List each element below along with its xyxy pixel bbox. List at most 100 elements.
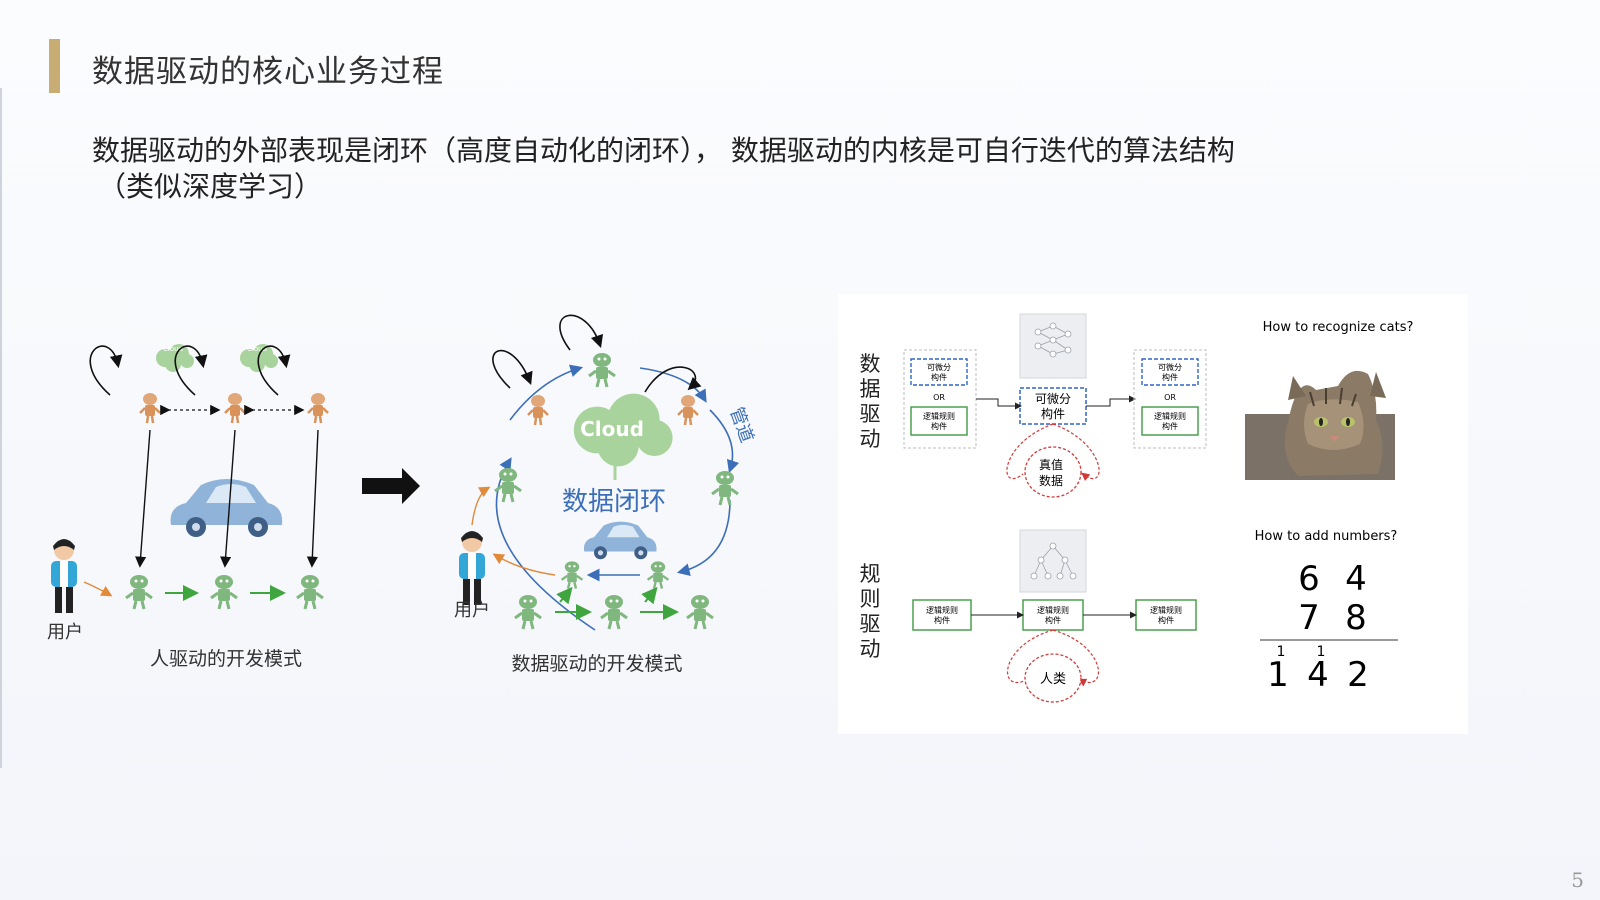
cloud-label-big: Cloud xyxy=(580,417,644,441)
comparison-svg: 可微分 构件 OR 逻辑规则 构件 可微分 构件 可微分 构件 OR xyxy=(903,313,1414,703)
vlabel-char: 动 xyxy=(859,637,881,661)
car-icon-data xyxy=(583,521,657,560)
rule-center-logic-box xyxy=(1022,599,1084,631)
robot-icon-d-b3 xyxy=(513,593,543,631)
left-diff-l1: 可微分 xyxy=(927,362,951,372)
numbers-question: How to add numbers? xyxy=(1255,529,1398,544)
vlabel-char: 动 xyxy=(859,427,881,451)
right-diff-l2: 构件 xyxy=(1162,372,1178,382)
loop-arc-top-left xyxy=(509,364,584,421)
ground-truth-l1: 真值 xyxy=(1039,457,1063,472)
human-circle xyxy=(1024,653,1082,703)
ground-truth-circle xyxy=(1024,446,1082,498)
rule-driven-vertical-label: 规 则 驱 动 xyxy=(858,562,882,662)
green-arrow-d3 xyxy=(556,586,573,605)
decision-tree-thumbnail xyxy=(1019,529,1087,593)
vlabel-char: 则 xyxy=(859,587,881,611)
left-diff-box xyxy=(910,358,968,386)
right-diff-box xyxy=(1141,358,1199,386)
human-loop-right xyxy=(1052,629,1100,687)
self-loop-d3 xyxy=(644,366,702,393)
subtitle-line-2: （类似深度学习） xyxy=(98,170,323,203)
left-logic-box xyxy=(910,406,968,436)
robot-icon-h1 xyxy=(124,573,154,611)
data-driven-row: 可微分 构件 OR 逻辑规则 构件 可微分 构件 可微分 构件 OR xyxy=(903,313,1207,498)
data-driven-vertical-label: 数 据 驱 动 xyxy=(858,352,882,452)
human-loop-left xyxy=(1006,629,1054,683)
loop-arc-right xyxy=(709,409,740,474)
engineer-robot-3 xyxy=(306,391,330,425)
robot-icon-d-b1 xyxy=(560,560,584,590)
robot-icon-h2 xyxy=(209,573,239,611)
user-label-data: 用户 xyxy=(454,600,490,621)
cat-image-icon xyxy=(1245,370,1395,480)
down-arrow-1 xyxy=(135,429,151,568)
right-logic-l2: 构件 xyxy=(1162,421,1178,431)
right-logic-box xyxy=(1141,406,1199,436)
digit-r1-b: 4 xyxy=(1345,559,1367,599)
vlabel-char: 据 xyxy=(859,377,881,401)
engineer-robot-d2 xyxy=(676,393,700,427)
loop-arc-top-right xyxy=(639,367,707,403)
vlabel-char: 驱 xyxy=(859,402,881,426)
self-loop-d2 xyxy=(559,314,604,351)
right-diff-l1: 可微分 xyxy=(1158,362,1182,372)
engineer-robot-2 xyxy=(223,391,247,425)
engineer-robot-d1 xyxy=(526,393,550,427)
center-diff-l1: 可微分 xyxy=(1035,392,1071,406)
addition-example: 6 4 7 8 1 1 1 4 2 xyxy=(1260,559,1398,695)
vlabel-char: 数 xyxy=(859,352,881,376)
modes-svg: Cloud Cloud 用户 人驱动的开发模式 xyxy=(47,314,757,675)
loop-right-dashed xyxy=(1052,423,1100,482)
robot-icon-d-b5 xyxy=(685,593,715,631)
page-number: 5 xyxy=(1571,868,1584,892)
down-arrow-3 xyxy=(306,429,319,568)
arrow-center-to-right xyxy=(1086,395,1136,407)
neural-net-icon xyxy=(1034,322,1072,358)
loop-arc-bottom-right xyxy=(676,499,731,576)
left-logic-l1: 逻辑规则 xyxy=(923,411,955,421)
robot-icon-d-b2 xyxy=(646,560,670,590)
ground-truth-l2: 数据 xyxy=(1039,473,1063,488)
user-label-human: 用户 xyxy=(47,622,83,643)
rule-right-l1: 逻辑规则 xyxy=(1150,605,1182,615)
cats-question: How to recognize cats? xyxy=(1263,320,1414,335)
rule-left-logic-box xyxy=(912,599,972,631)
robot-icon-d-top xyxy=(587,351,617,389)
digit-r2-b: 8 xyxy=(1345,598,1367,638)
digit-r1-a: 6 xyxy=(1298,559,1320,599)
left-logic-l2: 构件 xyxy=(931,421,947,431)
rule-center-l1: 逻辑规则 xyxy=(1037,605,1069,615)
green-arrow-d4 xyxy=(641,586,658,605)
down-arrow-2 xyxy=(220,429,236,568)
title-accent-bar xyxy=(49,39,60,93)
user-person-icon xyxy=(51,539,77,613)
digit-res-b: 4 xyxy=(1307,655,1329,695)
human-mode: Cloud Cloud 用户 人驱动的开发模式 xyxy=(47,344,330,670)
user-arrow-orange xyxy=(83,581,113,597)
decision-tree-icon xyxy=(1030,542,1077,580)
engineer-robot-1 xyxy=(138,391,162,425)
rule-left-l2: 构件 xyxy=(934,615,950,625)
digit-res-a: 1 xyxy=(1267,655,1289,695)
vlabel-char: 规 xyxy=(859,562,881,586)
right-logic-l1: 逻辑规则 xyxy=(1154,411,1186,421)
self-loop-1 xyxy=(89,345,123,396)
rule-driven-row: 逻辑规则 构件 逻辑规则 构件 逻辑规则 构件 人类 xyxy=(912,529,1197,703)
rule-center-l2: 构件 xyxy=(1045,615,1061,625)
user-arrow-orange-in xyxy=(492,553,556,576)
digit-r2-a: 7 xyxy=(1298,598,1320,638)
user-arrow-orange-up xyxy=(471,486,491,526)
subtitle-line-1: 数据驱动的外部表现是闭环（高度自动化的闭环）， 数据驱动的内核是可自行迭代的算法… xyxy=(92,134,1235,167)
data-mode-caption: 数据驱动的开发模式 xyxy=(511,653,682,675)
rule-right-l2: 构件 xyxy=(1158,615,1174,625)
right-component-group xyxy=(1133,349,1207,449)
right-or: OR xyxy=(1164,393,1176,402)
data-loop-label: 数据闭环 xyxy=(562,487,666,517)
user-person-icon-data xyxy=(459,531,485,605)
left-or: OR xyxy=(933,393,945,402)
slide-subtitle: 数据驱动的外部表现是闭环（高度自动化的闭环）， 数据驱动的内核是可自行迭代的算法… xyxy=(92,133,1452,205)
carry-b: 1 xyxy=(1317,644,1326,660)
human-mode-caption: 人驱动的开发模式 xyxy=(150,648,302,670)
left-diff-l2: 构件 xyxy=(931,372,947,382)
